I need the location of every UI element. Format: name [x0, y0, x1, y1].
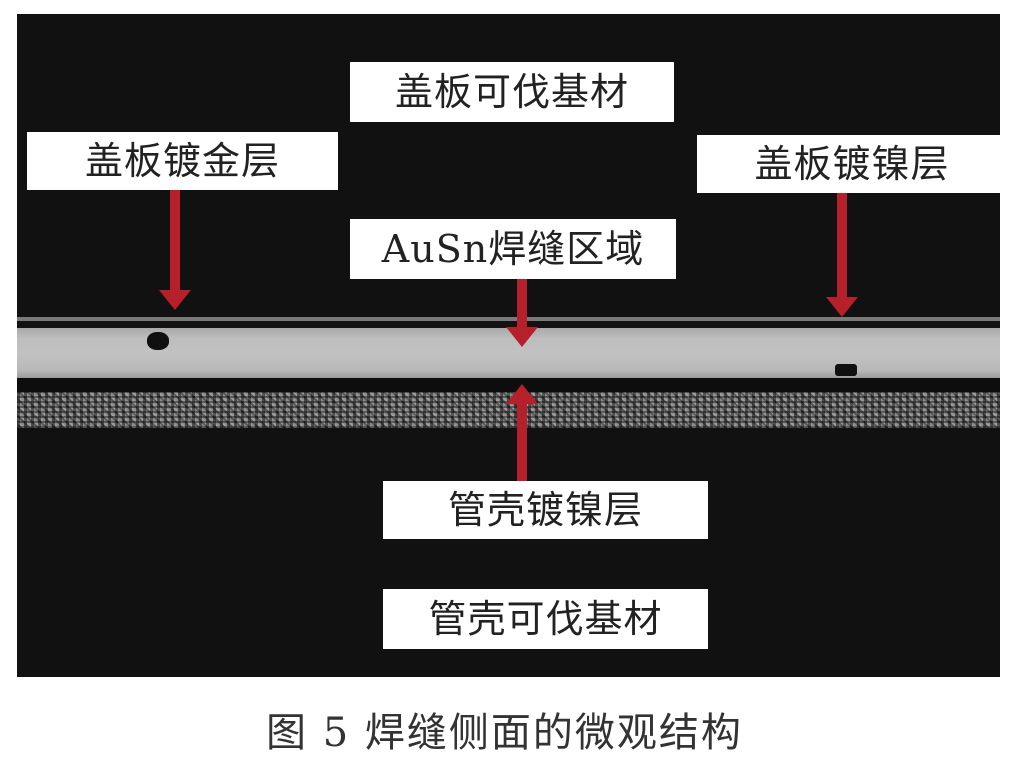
void-defect	[147, 332, 169, 350]
void-defect	[835, 364, 857, 376]
label-ausn-weld-region: AuSn焊缝区域	[350, 219, 676, 279]
micrograph-figure: 盖板可伐基材 盖板镀金层 盖板镀镍层 AuSn焊缝区域 管壳镀镍层 管壳可伐基材	[17, 14, 1000, 677]
label-lid-gold-plating: 盖板镀金层	[27, 132, 338, 190]
lid-plating-line	[17, 317, 1000, 321]
dark-interface-upper	[17, 321, 1000, 329]
label-lid-kovar-substrate: 盖板可伐基材	[350, 62, 674, 122]
label-housing-nickel-plating: 管壳镀镍层	[383, 481, 708, 539]
label-housing-kovar-substrate: 管壳可伐基材	[383, 589, 708, 649]
label-lid-nickel-plating: 盖板镀镍层	[697, 135, 1000, 193]
figure-caption: 图 5 焊缝侧面的微观结构	[266, 710, 743, 756]
